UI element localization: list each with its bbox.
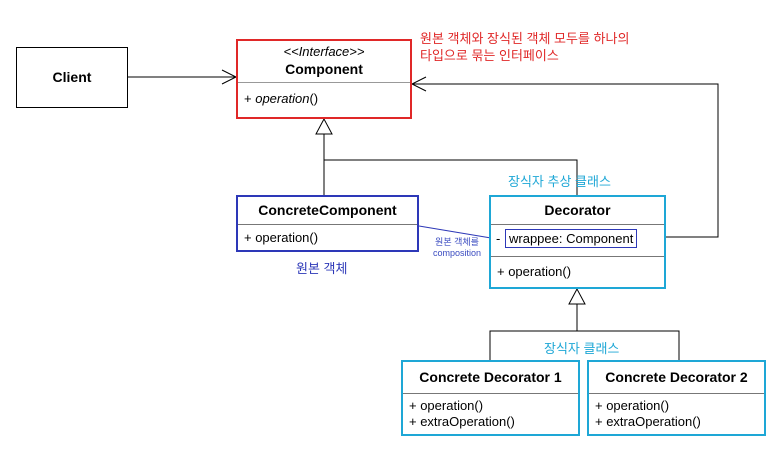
concrete-decorator-1-methods: + operation() + extraOperation() [403, 394, 578, 430]
component-method-prefix: + [244, 91, 256, 106]
concrete-component-box: ConcreteComponent + operation() [236, 195, 419, 252]
concrete-component-name: ConcreteComponent [238, 197, 417, 225]
concrete-component-caption: 원본 객체 [296, 261, 348, 276]
decorator-inheritance-line [324, 159, 578, 195]
decorator-field-prefix: - [496, 231, 501, 246]
decorator-box: Decorator - wrappee: Component + operati… [489, 195, 666, 289]
decorator-inheritance-triangle [568, 287, 586, 305]
concrete-decorator-1-method: + operation() [409, 398, 484, 413]
wrappee-reference-arrowhead [410, 76, 427, 92]
decorator-operation: + operation() [497, 264, 572, 279]
interface-note: 원본 객체와 장식된 객체 모두를 하나의 타입으로 묶는 인터페이스 [420, 30, 629, 64]
client-label: Client [52, 69, 92, 85]
composition-note-line1: 원본 객체를 [435, 237, 479, 247]
decorator-name: Decorator [491, 197, 664, 225]
wrappee-reference-line [412, 83, 719, 238]
component-inheritance-triangle [315, 117, 333, 135]
component-header: <<Interface>> Component [238, 41, 410, 83]
client-box: Client [16, 47, 128, 108]
concrete-decorator-2-box: Concrete Decorator 2 + operation() + ext… [587, 360, 766, 436]
concrete-decorator-2-method: + operation() [595, 398, 670, 413]
concrete-decorator-1-method: + extraOperation() [409, 414, 515, 429]
decorator-field: wrappee: Component [505, 229, 638, 248]
component-method-suffix: () [309, 91, 319, 106]
concrete-decorators-branch [489, 330, 680, 360]
decorator-field-section: - wrappee: Component [491, 225, 664, 257]
component-method-name: operation [255, 91, 310, 106]
component-operation: + operation() [238, 83, 410, 115]
component-stereotype: <<Interface>> [283, 44, 365, 59]
component-interface-box: <<Interface>> Component + operation() [236, 39, 412, 119]
interface-note-line2: 타입으로 묶는 인터페이스 [420, 48, 559, 63]
concrete-component-operation: + operation() [244, 230, 319, 245]
concrete-decorators-caption: 장식자 클래스 [544, 341, 620, 356]
composition-note: 원본 객체를 composition [423, 237, 491, 259]
component-name: Component [285, 61, 363, 77]
concrete-decorator-1-box: Concrete Decorator 1 + operation() + ext… [401, 360, 580, 436]
concrete-decorator-2-name: Concrete Decorator 2 [589, 362, 764, 394]
concrete-decorator-1-name: Concrete Decorator 1 [403, 362, 578, 394]
decorator-caption: 장식자 추상 클래스 [508, 174, 611, 189]
concrete-decorator-2-method: + extraOperation() [595, 414, 701, 429]
composition-note-line2: composition [432, 248, 482, 258]
concrete-decorator-2-methods: + operation() + extraOperation() [589, 394, 764, 430]
interface-note-line1: 원본 객체와 장식된 객체 모두를 하나의 [420, 31, 630, 46]
